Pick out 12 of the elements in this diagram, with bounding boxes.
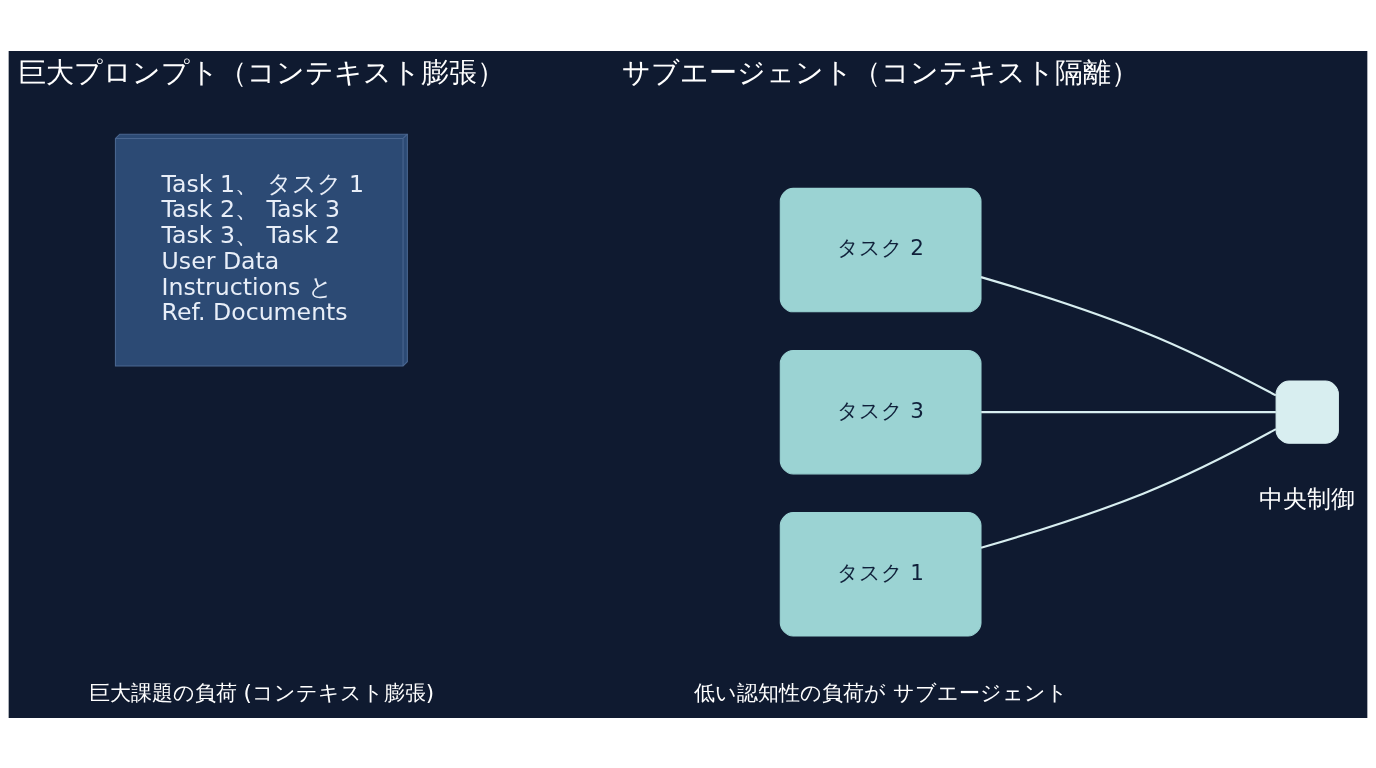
label: 低い認知性の負荷が サブエージェント	[693, 679, 1068, 705]
node-label: 中央制御	[1259, 484, 1356, 513]
connector	[980, 275, 1277, 396]
label: サブエージェント（コンテキスト隔離）	[622, 55, 1140, 89]
label: 巨大課題の負荷 (コンテキスト膨張)	[88, 679, 435, 705]
node-box	[1275, 379, 1339, 444]
node-box: タスク 1	[779, 511, 982, 636]
connector	[980, 427, 1277, 549]
node-box: タスク 2	[779, 187, 982, 312]
label: 巨大プロンプト（コンテキスト膨張）	[17, 55, 505, 89]
node-box: タスク 3	[779, 349, 982, 474]
connector	[981, 410, 1276, 413]
